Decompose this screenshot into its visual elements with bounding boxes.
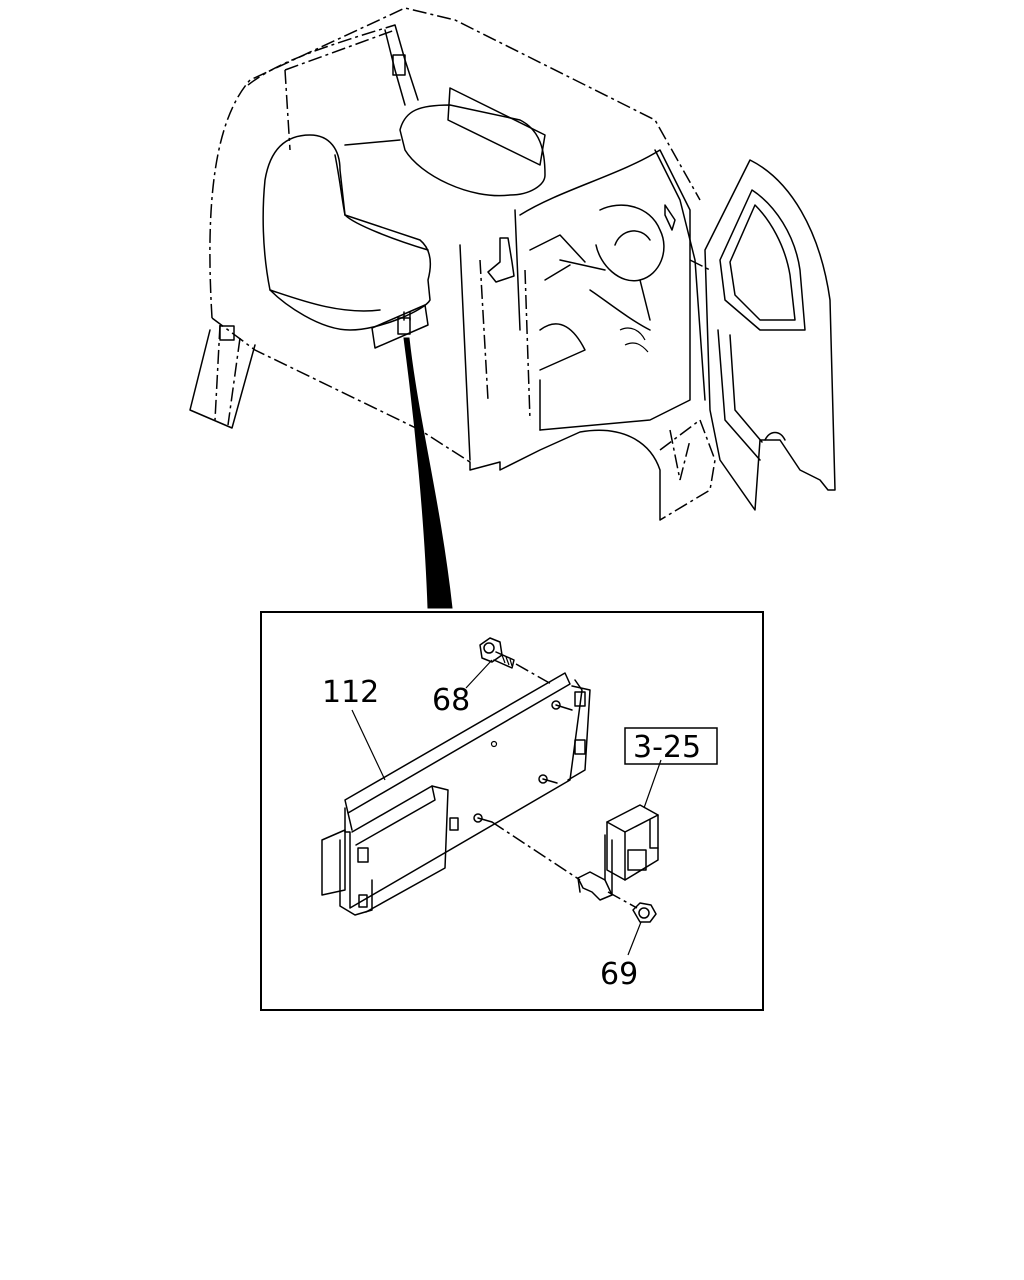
centerline-bracket	[491, 821, 581, 881]
detail-frame	[260, 611, 764, 1011]
leader-69	[627, 921, 642, 956]
ref-box	[624, 727, 718, 765]
centerline-68	[515, 663, 554, 686]
label-112: 112	[322, 675, 379, 710]
unit-location-box	[371, 304, 429, 349]
driver-seat	[262, 134, 432, 331]
label-ref: 3-25	[633, 730, 701, 765]
nut-69	[632, 902, 657, 923]
cab-interior-view	[189, 7, 836, 609]
label-69: 69	[600, 957, 638, 992]
leader-68	[465, 659, 493, 689]
control-unit-assembly	[321, 672, 591, 916]
leader-ref	[643, 759, 662, 809]
bolt-68	[479, 637, 515, 669]
leader-wedge	[403, 337, 453, 609]
leader-112	[351, 709, 386, 781]
open-door	[704, 159, 836, 511]
label-68: 68	[432, 683, 470, 718]
centerline-69	[607, 891, 638, 909]
sensor-module	[577, 804, 659, 901]
